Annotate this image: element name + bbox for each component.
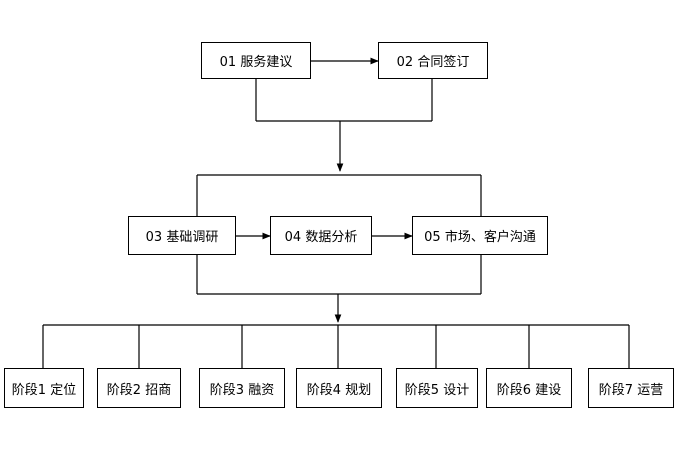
stage-7-operation: 阶段7 运营 [588,368,674,408]
stage-2-investment-attraction: 阶段2 招商 [97,368,181,408]
stage-3-financing: 阶段3 融资 [199,368,285,408]
stage-1-positioning: 阶段1 定位 [4,368,84,408]
stage-4-planning: 阶段4 规划 [296,368,382,408]
node-03-basic-research: 03 基础调研 [128,216,236,255]
stage-6-construction: 阶段6 建设 [486,368,572,408]
node-02-contract-signing: 02 合同签订 [378,42,488,79]
stage-5-design: 阶段5 设计 [396,368,478,408]
node-05-market-customer-communication: 05 市场、客户沟通 [412,216,548,255]
node-04-data-analysis: 04 数据分析 [270,216,372,255]
node-01-service-advice: 01 服务建议 [201,42,311,79]
